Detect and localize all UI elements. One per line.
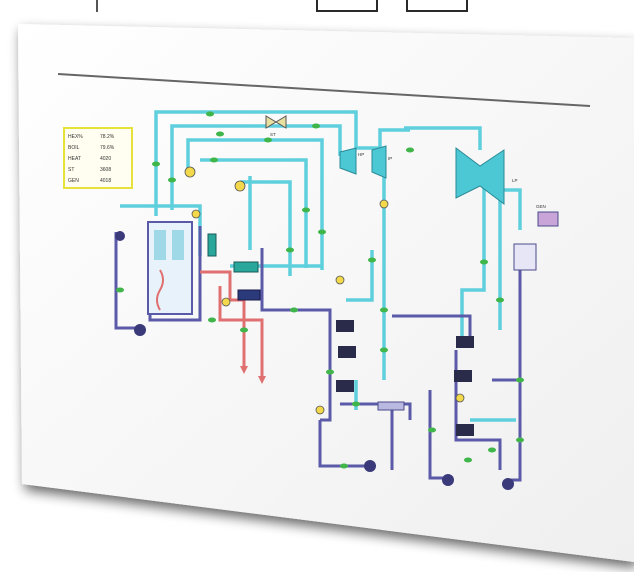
generator-icon[interactable] xyxy=(513,211,559,271)
legend-key-2: BOIL xyxy=(68,145,80,151)
pump-4 xyxy=(502,478,514,490)
pump-discharge-1 xyxy=(318,420,370,468)
ip-lp-crossover xyxy=(404,126,482,150)
hp-turbine-icon[interactable] xyxy=(339,147,357,175)
legend-key-3: HEAT xyxy=(68,156,81,162)
main-steam-valve-icon[interactable] xyxy=(265,115,287,129)
top-toolbar-box-right[interactable] xyxy=(406,0,468,12)
ip-turbine-icon[interactable] xyxy=(371,145,387,179)
ip-turbine-label: IP xyxy=(388,156,392,161)
legend-box: HEX% 78.2% BOIL 79.6% HEAT 4020 ST 3608 … xyxy=(63,127,133,189)
lp-feed-line xyxy=(392,314,472,336)
top-edge-line xyxy=(96,0,98,12)
hp-heater-3 xyxy=(336,380,354,392)
pump-1 xyxy=(134,324,146,336)
pumps[interactable] xyxy=(115,231,514,490)
header-rule xyxy=(57,73,591,107)
legend-key-1: HEX% xyxy=(68,134,83,140)
main-steam-valve-label: ST xyxy=(270,132,276,137)
extraction-pipe-2 xyxy=(240,180,292,276)
hp-heater-1 xyxy=(336,320,354,332)
legend-key-5: GEN xyxy=(68,178,79,184)
lp-extraction-pipe-2 xyxy=(460,186,486,336)
condenser-return xyxy=(510,270,522,482)
hp-heater-2 xyxy=(338,346,356,358)
hp-ip-crossover xyxy=(356,128,410,150)
reheat-pipe xyxy=(186,138,324,270)
deaerator xyxy=(377,401,405,411)
hp-heater-chain xyxy=(300,308,332,422)
lp-heater-1 xyxy=(456,336,474,348)
feedwater-heaters[interactable] xyxy=(207,233,474,436)
legend-value-3: 4020 xyxy=(100,156,111,162)
legend-value-1: 78.2% xyxy=(100,134,115,140)
boiler[interactable] xyxy=(147,221,193,315)
extraction-pipe-1 xyxy=(200,158,308,268)
lp-turbine-icon[interactable] xyxy=(455,147,505,205)
generator-label: GEN xyxy=(536,204,546,209)
pump-3 xyxy=(442,474,454,486)
heater-drain-1 xyxy=(346,250,374,302)
pump-5 xyxy=(115,231,125,241)
legend-value-2: 79.6% xyxy=(100,145,115,151)
lp-heater-chain xyxy=(454,350,502,470)
lp-turbine-label: LP xyxy=(512,178,518,183)
legend-key-4: ST xyxy=(68,167,74,173)
deaerator-link xyxy=(340,402,412,420)
outlet-arrows xyxy=(240,366,266,384)
legend-value-4: 3608 xyxy=(100,167,111,173)
heater-2 xyxy=(237,289,261,301)
lp-heater-2 xyxy=(454,370,472,382)
top-toolbar-box-left[interactable] xyxy=(316,0,378,12)
heater-1 xyxy=(233,261,259,273)
boiler-feed-loop xyxy=(114,232,140,330)
flow-nodes xyxy=(116,111,524,469)
legend-value-5: 4018 xyxy=(100,178,111,184)
diagram-card xyxy=(18,24,634,562)
heater-3 xyxy=(207,233,217,257)
reheat-outlet-pipe xyxy=(200,270,246,370)
pump-2 xyxy=(364,460,376,472)
hot-drain-pipe xyxy=(218,286,264,380)
hp-supply-pipe xyxy=(170,124,342,210)
lp-heater-3 xyxy=(456,424,474,436)
control-valves[interactable] xyxy=(184,166,465,415)
hp-turbine-label: HP xyxy=(358,152,364,157)
gen-cooling-pipe xyxy=(500,188,522,230)
